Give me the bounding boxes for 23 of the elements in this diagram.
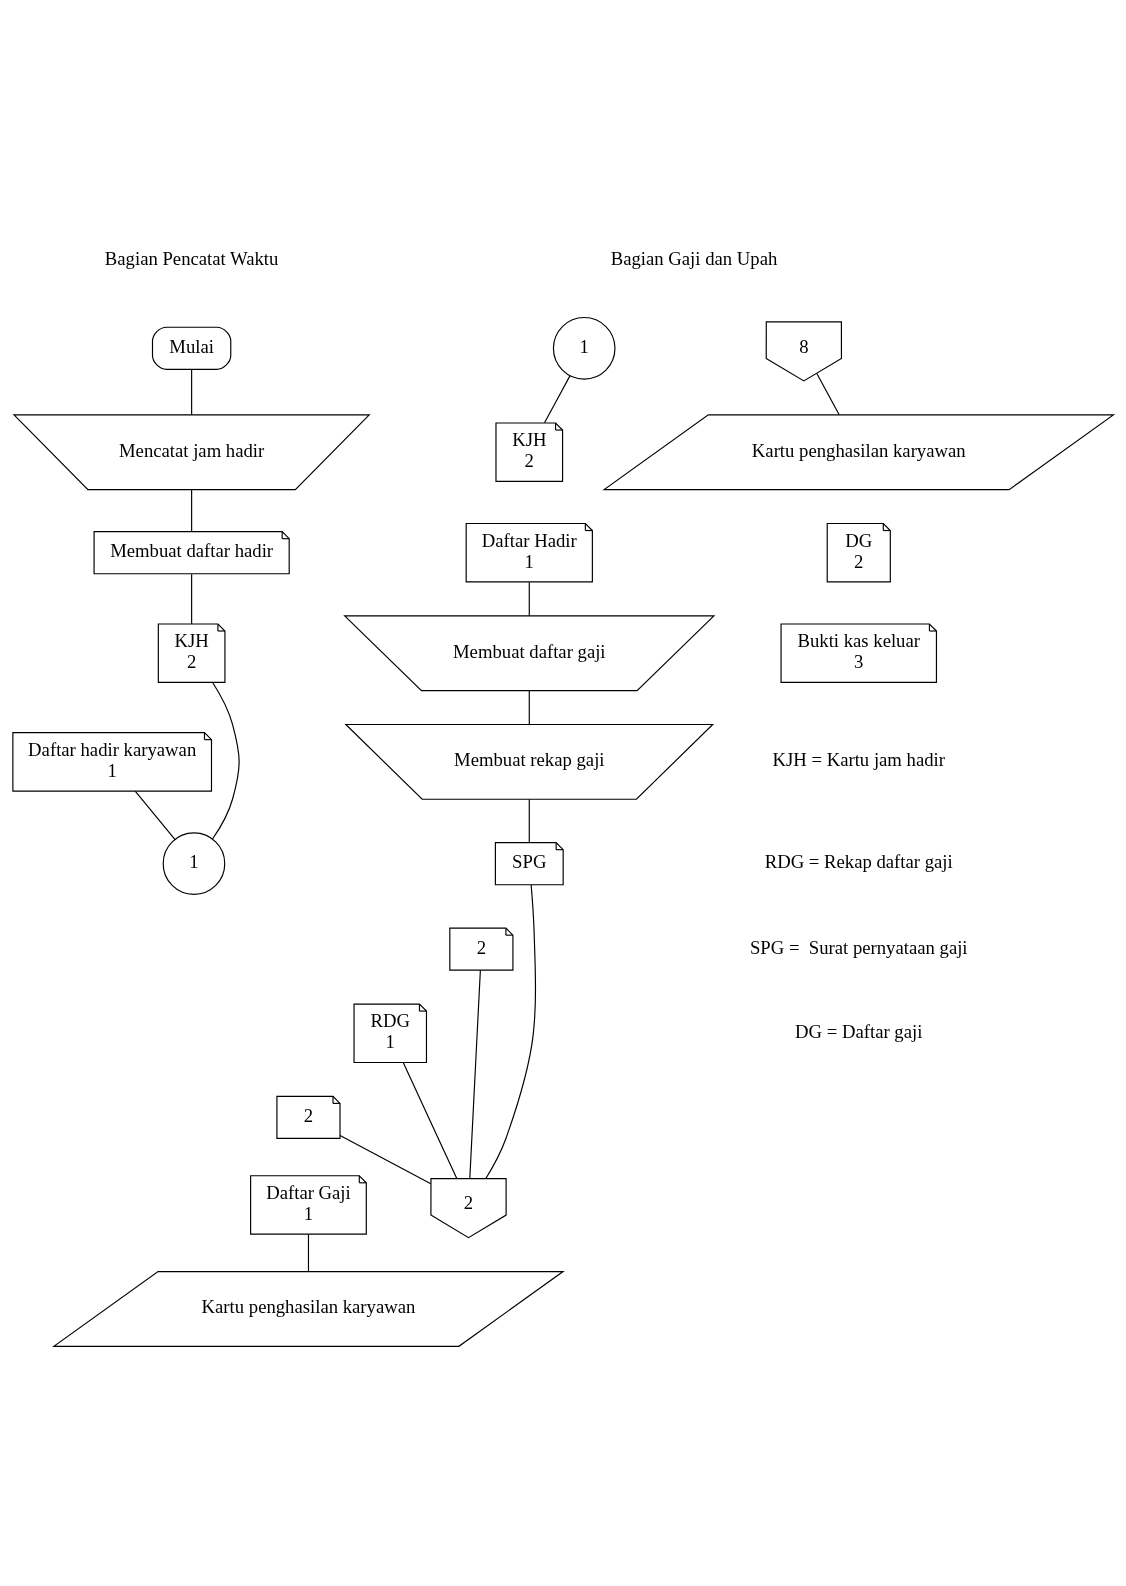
label: RDG = Rekap daftar gaji xyxy=(764,851,953,873)
label: KJH = Kartu jam hadir xyxy=(772,749,945,771)
connector xyxy=(528,581,530,617)
connector xyxy=(402,1062,458,1179)
connector xyxy=(528,690,530,725)
connector xyxy=(543,375,571,424)
node-box: Mulai xyxy=(151,326,232,370)
connector xyxy=(469,969,481,1180)
connector xyxy=(307,1233,310,1272)
connector xyxy=(191,489,193,532)
label: Bagian Pencatat Waktu xyxy=(104,248,279,270)
node-circle: 1 xyxy=(552,316,616,380)
connector xyxy=(191,573,193,625)
node-circle: 1 xyxy=(162,832,226,896)
connector xyxy=(528,798,530,843)
connector xyxy=(134,790,176,841)
label: Bagian Gaji dan Upah xyxy=(610,248,778,270)
label: DG = Daftar gaji xyxy=(795,1020,923,1042)
connector xyxy=(816,372,840,416)
connector xyxy=(211,681,240,840)
connector xyxy=(191,368,193,416)
label: SPG = Surat pernyataan gaji xyxy=(749,936,968,958)
connector xyxy=(485,884,537,1180)
